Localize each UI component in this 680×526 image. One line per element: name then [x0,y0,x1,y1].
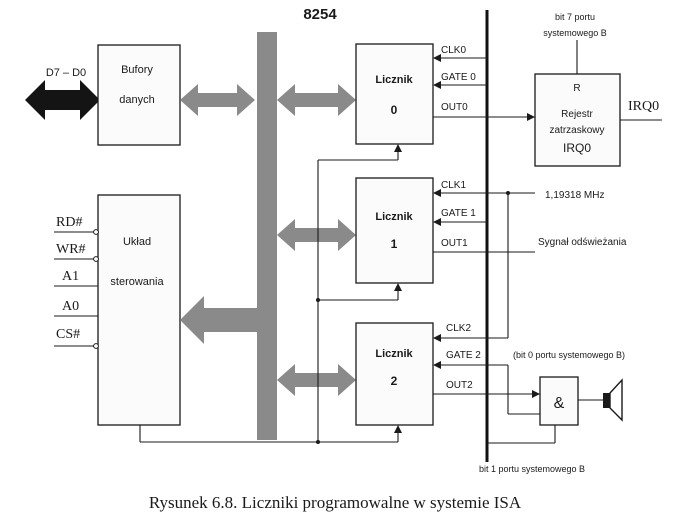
counter0-signals: CLK0 GATE 0 OUT0 [433,45,535,121]
bus-counter1-arrow [277,219,356,251]
buffer-label-line2: danych [119,94,154,106]
buffer-bus-arrow [180,84,255,116]
chip-title: 8254 [303,6,337,23]
data-buffer-block [97,44,181,146]
clk2-label: CLK2 [446,323,471,334]
counter1-index: 1 [391,237,398,251]
latch-r: R [573,83,580,94]
counter2-block [355,322,434,426]
bus-counter0-arrow [277,84,356,116]
pin-wr: WR# [56,242,86,257]
clk0-label: CLK0 [441,45,466,56]
counter1-signals: CLK1 GATE 1 OUT1 [433,180,535,253]
refresh-signal-label: Sygnał odświeżania [538,237,627,248]
pin-rd: RD# [56,215,82,230]
clock-freq-label: 1,19318 MHz [545,190,604,201]
data-bus-arrow [25,80,100,120]
latch-register-block [534,73,621,167]
gate1-label: GATE 1 [441,208,476,219]
out2-label: OUT2 [446,380,473,391]
and-gate-symbol: & [554,395,565,412]
pin-a1: A1 [62,269,79,284]
counter1-name: Licznik [375,211,413,223]
irq0-out-label: IRQ0 [628,99,659,114]
gate2-label: GATE 2 [446,350,481,361]
out1-label: OUT1 [441,238,468,249]
bit1-label: bit 1 portu systemowego B [479,464,585,474]
counter0-name: Licznik [375,74,413,86]
out0-label: OUT0 [441,102,468,113]
pin-a0: A0 [62,299,79,314]
and-gate-block [539,376,579,426]
counter2-name: Licznik [375,348,413,360]
control-routing [139,144,402,444]
clk1-label: CLK1 [441,180,466,191]
speaker-icon [603,378,623,422]
latch-line1: Rejestr [561,109,593,120]
bit0-label: (bit 0 portu systemowego B) [513,350,625,360]
gate0-label: GATE 0 [441,72,476,83]
internal-bus [257,32,277,440]
control-label-line2: sterowania [110,276,164,288]
figure-caption: Rysunek 6.8. Liczniki programowalne w sy… [149,493,522,512]
control-label-line1: Układ [123,236,151,248]
latch-line3: IRQ0 [563,141,591,155]
control-bus-arrow [180,296,257,344]
control-block [97,194,181,426]
bit7-label-line1: bit 7 portu [555,12,595,22]
counter1-block [355,177,434,284]
counter0-index: 0 [391,103,398,117]
latch-line2: zatrzaskowy [549,125,604,136]
control-pins: RD# WR# A1 A0 CS# [54,215,99,349]
counter2-index: 2 [391,374,398,388]
pin-cs: CS# [56,327,80,342]
counter2-signals: CLK2 GATE 2 OUT2 [433,323,540,398]
buffer-label-line1: Bufory [121,64,153,76]
bus-counter2-arrow [277,364,356,396]
bit7-label-line2: systemowego B [543,28,607,38]
counter0-block [355,43,434,145]
data-bus-label: D7 – D0 [46,67,86,79]
